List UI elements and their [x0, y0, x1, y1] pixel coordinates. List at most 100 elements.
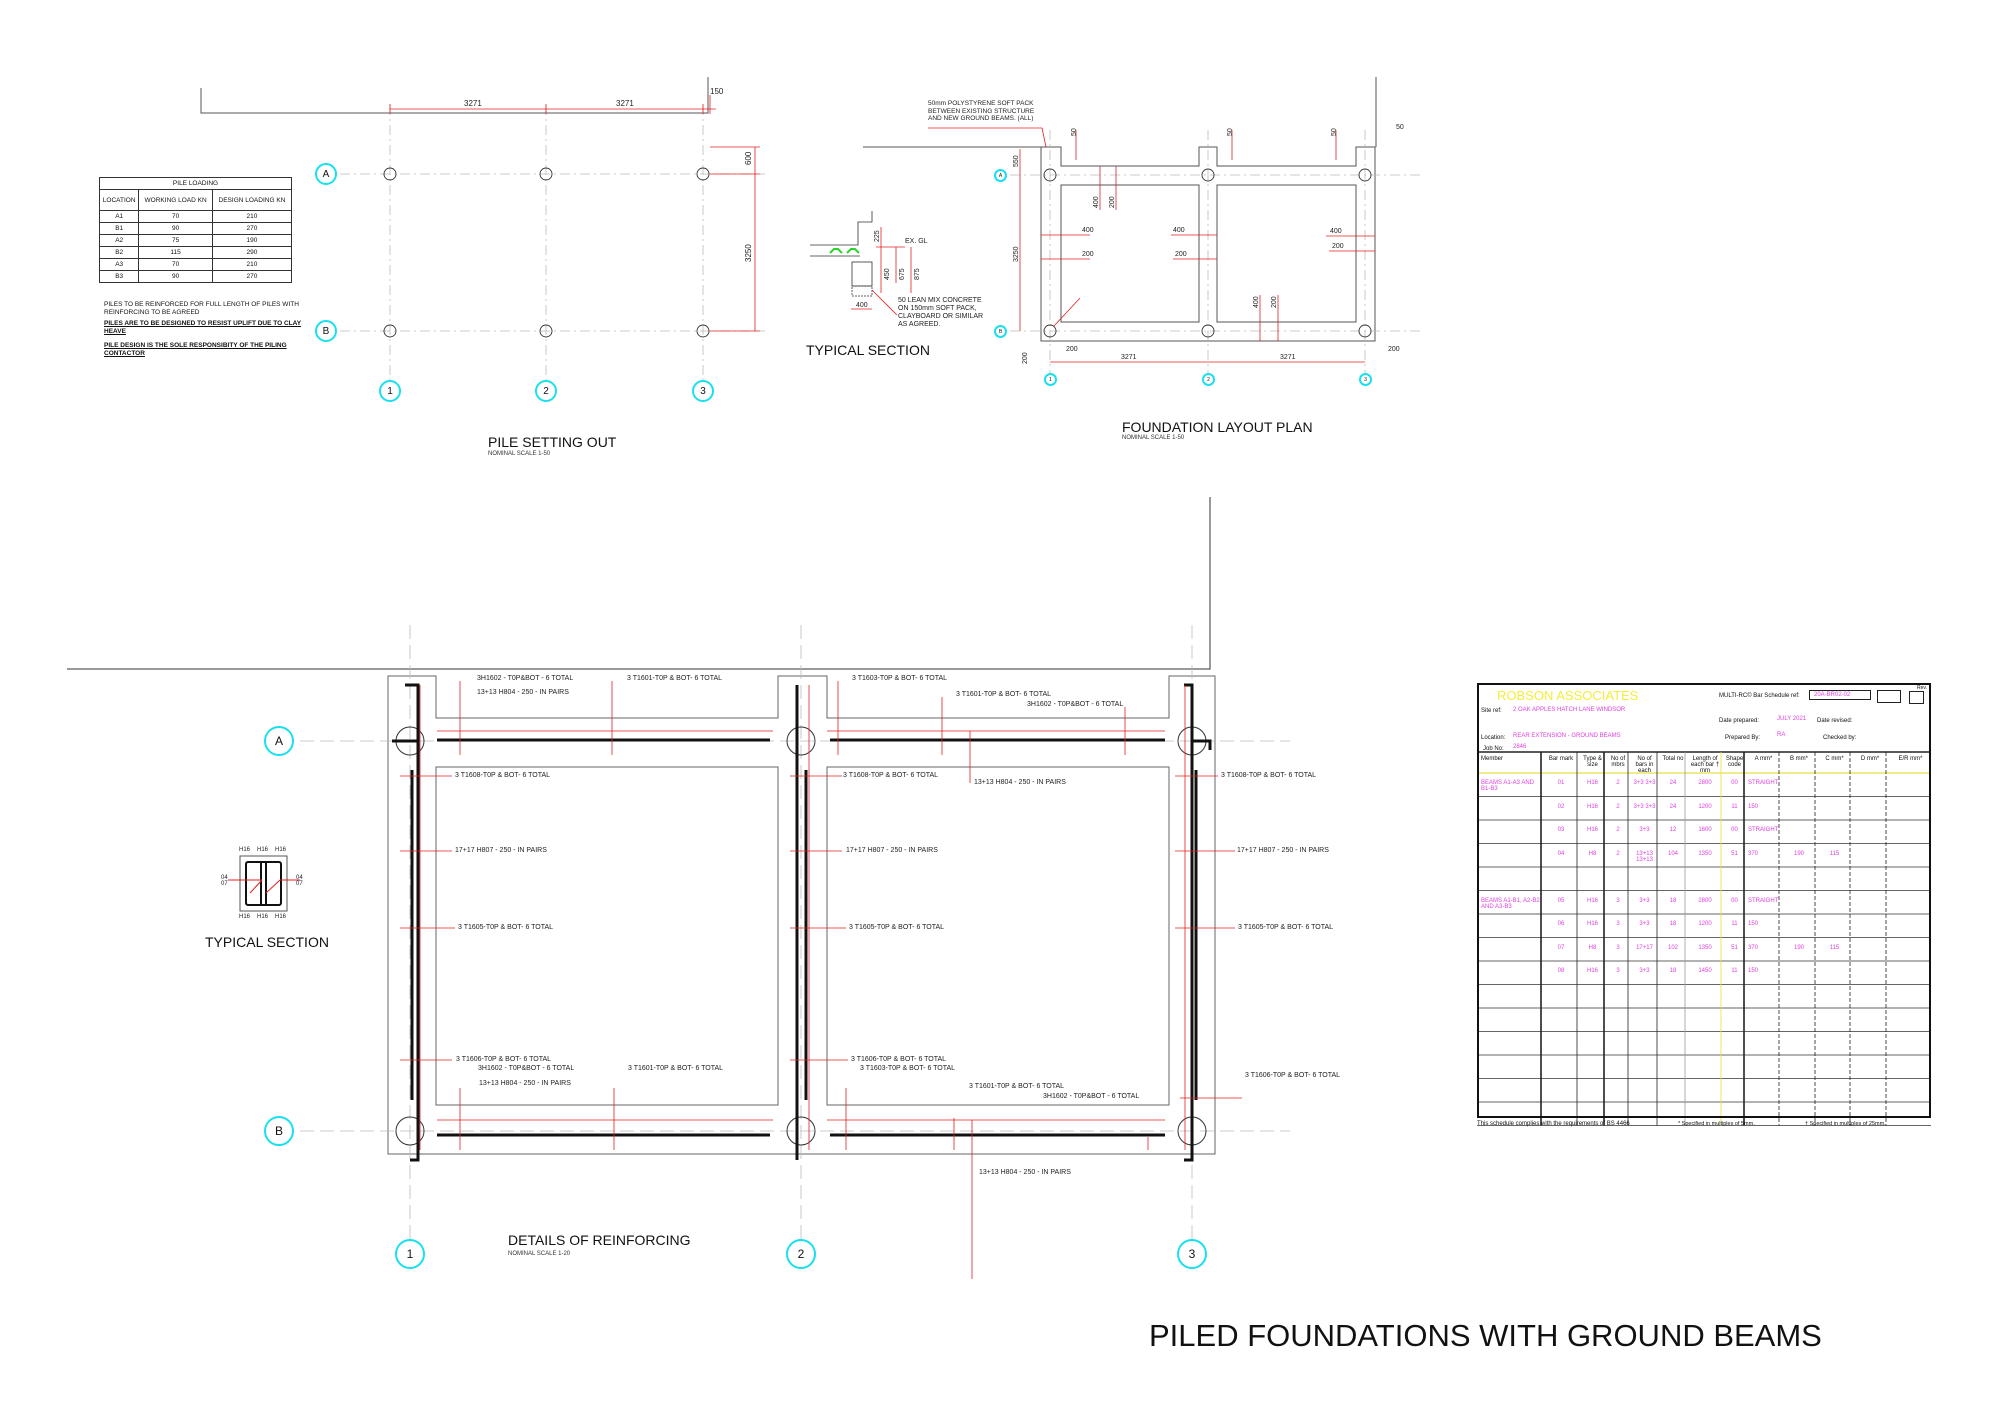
schedule-cell: 3+3 — [1639, 827, 1650, 833]
table-cell: 210 — [211, 210, 293, 223]
bar-size-label: H16 — [257, 914, 269, 920]
schedule-cell: 190 — [1793, 850, 1804, 857]
schedule-cell: 08 — [1557, 968, 1565, 974]
prepared-by: RA — [1777, 732, 1786, 738]
ground-level-label: EX. GL — [905, 238, 928, 245]
rebar-label: 3 T1603-T0P & BOT- 6 TOTAL — [852, 675, 948, 682]
foundation-layout-scale: NOMINAL SCALE 1-50 — [1122, 435, 1185, 441]
schedule-cell: 17+17 — [1636, 944, 1653, 951]
dim-text: 200 — [1082, 251, 1094, 258]
rev-label: Rev. — [1917, 685, 1927, 691]
schedule-cell: No of mbrs — [1610, 756, 1626, 768]
rebar-label: 13+13 H804 - 250 - IN PAIRS — [479, 1080, 571, 1087]
rebar-label: 3 T1608-T0P & BOT- 6 TOTAL — [1221, 772, 1317, 779]
schedule-cell: 00 — [1731, 897, 1738, 904]
schedule-cell: 05 — [1557, 897, 1565, 904]
dim-text: 50 — [1227, 128, 1234, 136]
grid-bubble-b: B — [315, 320, 337, 342]
typical-section-title: TYPICAL SECTION — [205, 934, 329, 950]
schedule-cell: H16 — [1586, 897, 1598, 904]
rebar-label: 3 T1608-T0P & BOT- 6 TOTAL — [455, 772, 551, 779]
schedule-cell: STRAIGHT — [1748, 827, 1779, 833]
rebar-label: 13+13 H804 - 250 - IN PAIRS — [974, 779, 1066, 786]
bar-size-label: H16 — [257, 847, 269, 853]
table-cell: A1 — [98, 210, 140, 223]
column-header: WORKING LOAD KN — [138, 189, 213, 211]
table-cell: 115 — [138, 246, 213, 259]
schedule-cell: 150 — [1748, 921, 1759, 927]
schedule-cell: 3+3 3+3 — [1633, 780, 1656, 786]
grid-bubble-2: 2 — [786, 1239, 816, 1269]
schedule-cell: 102 — [1667, 944, 1678, 951]
schedule-cell: 3 — [1616, 944, 1620, 951]
table-cell: 90 — [138, 222, 213, 235]
schedule-cell: 00 — [1731, 780, 1738, 786]
grid-bubble-3: 3 — [1359, 373, 1372, 386]
rebar-label: 3 T1601-T0P & BOT- 6 TOTAL — [627, 675, 723, 682]
grid-bubble-1: 1 — [1044, 373, 1057, 386]
rebar-label: 3 T1601-T0P & BOT- 6 TOTAL — [969, 1083, 1065, 1090]
schedule-cell: 1600 — [1698, 827, 1712, 833]
reinforcing-title: DETAILS OF REINFORCING — [508, 1232, 691, 1248]
bar-size-label: H16 — [275, 914, 287, 920]
dim-text: 400 — [856, 302, 868, 309]
grid-bubble-1: 1 — [379, 380, 401, 402]
schedule-cell: 01 — [1557, 780, 1565, 786]
grid-bubble-1: 1 — [395, 1239, 425, 1269]
rebar-label: 3 T1606-T0P & BOT- 6 TOTAL — [851, 1056, 947, 1063]
schedule-cell: 18 — [1669, 968, 1677, 974]
rev-value-box — [1909, 691, 1924, 704]
table-cell: A3 — [98, 258, 140, 271]
schedule-cell: 07 — [1557, 944, 1565, 951]
schedule-cell: 3+3 — [1639, 968, 1650, 974]
grid-bubble-2: 2 — [1202, 373, 1215, 386]
dim-text: 3271 — [464, 99, 482, 108]
schedule-cell: Type & size — [1583, 756, 1602, 768]
job-no-label: Job No: — [1483, 746, 1504, 752]
rebar-label: 13+13 H804 - 250 - IN PAIRS — [477, 689, 569, 696]
dim-text: 150 — [710, 87, 724, 96]
schedule-footnote: * Specified in multiples of 5mm. — [1678, 1121, 1755, 1127]
schedule-cell: 18 — [1669, 897, 1677, 904]
schedule-cell: 11 — [1731, 968, 1738, 974]
schedule-cell: 12 — [1669, 827, 1677, 833]
company-name: ROBSON ASSOCIATES — [1497, 688, 1639, 703]
schedule-cell: 1350 — [1698, 850, 1712, 857]
bar-size-label: H16 — [239, 847, 251, 853]
schedule-cell: 1200 — [1698, 803, 1712, 810]
schedule-cell: H8 — [1588, 850, 1597, 857]
table-cell: 270 — [211, 270, 293, 283]
date-prepared: JULY 2021 — [1777, 716, 1807, 722]
rebar-label: 3H1602 - T0P&BOT - 6 TOTAL — [1027, 701, 1124, 708]
schedule-cell: STRAIGHT — [1748, 897, 1779, 904]
pile-note: PILES TO BE REINFORCED FOR FULL LENGTH O… — [104, 301, 299, 316]
table-title: PILE LOADING — [99, 177, 292, 190]
pile-setting-out-scale: NOMINAL SCALE 1-50 — [488, 451, 551, 457]
schedule-cell: 3+3 — [1639, 897, 1650, 904]
dim-text: 50 — [1396, 124, 1404, 131]
schedule-cell: STRAIGHT — [1748, 780, 1779, 786]
dim-text: 50 — [1331, 128, 1338, 136]
location-label: Location: — [1481, 735, 1506, 741]
schedule-cell: 150 — [1748, 803, 1759, 810]
sheet-title: PILED FOUNDATIONS WITH GROUND BEAMS — [1149, 1318, 1822, 1353]
bar-schedule-grid — [1477, 751, 1931, 1126]
foundation-layout-title: FOUNDATION LAYOUT PLAN — [1122, 419, 1313, 435]
dim-text: 400 — [1082, 227, 1094, 234]
grid-bubble-b: B — [264, 1116, 294, 1146]
rebar-label: 3 T1605-T0P & BOT- 6 TOTAL — [458, 924, 554, 931]
table-cell: 90 — [138, 270, 213, 283]
dim-text: 3271 — [616, 99, 634, 108]
pile-note: PILES ARE TO BE DESIGNED TO RESIST UPLIF… — [104, 320, 302, 335]
schedule-cell: B mm* — [1790, 756, 1808, 762]
dim-text: 400 — [1253, 296, 1260, 308]
schedule-cell: 2 — [1616, 827, 1620, 833]
date-prepared-label: Date prepared: — [1719, 718, 1760, 724]
schedule-cell: 370 — [1748, 850, 1759, 857]
